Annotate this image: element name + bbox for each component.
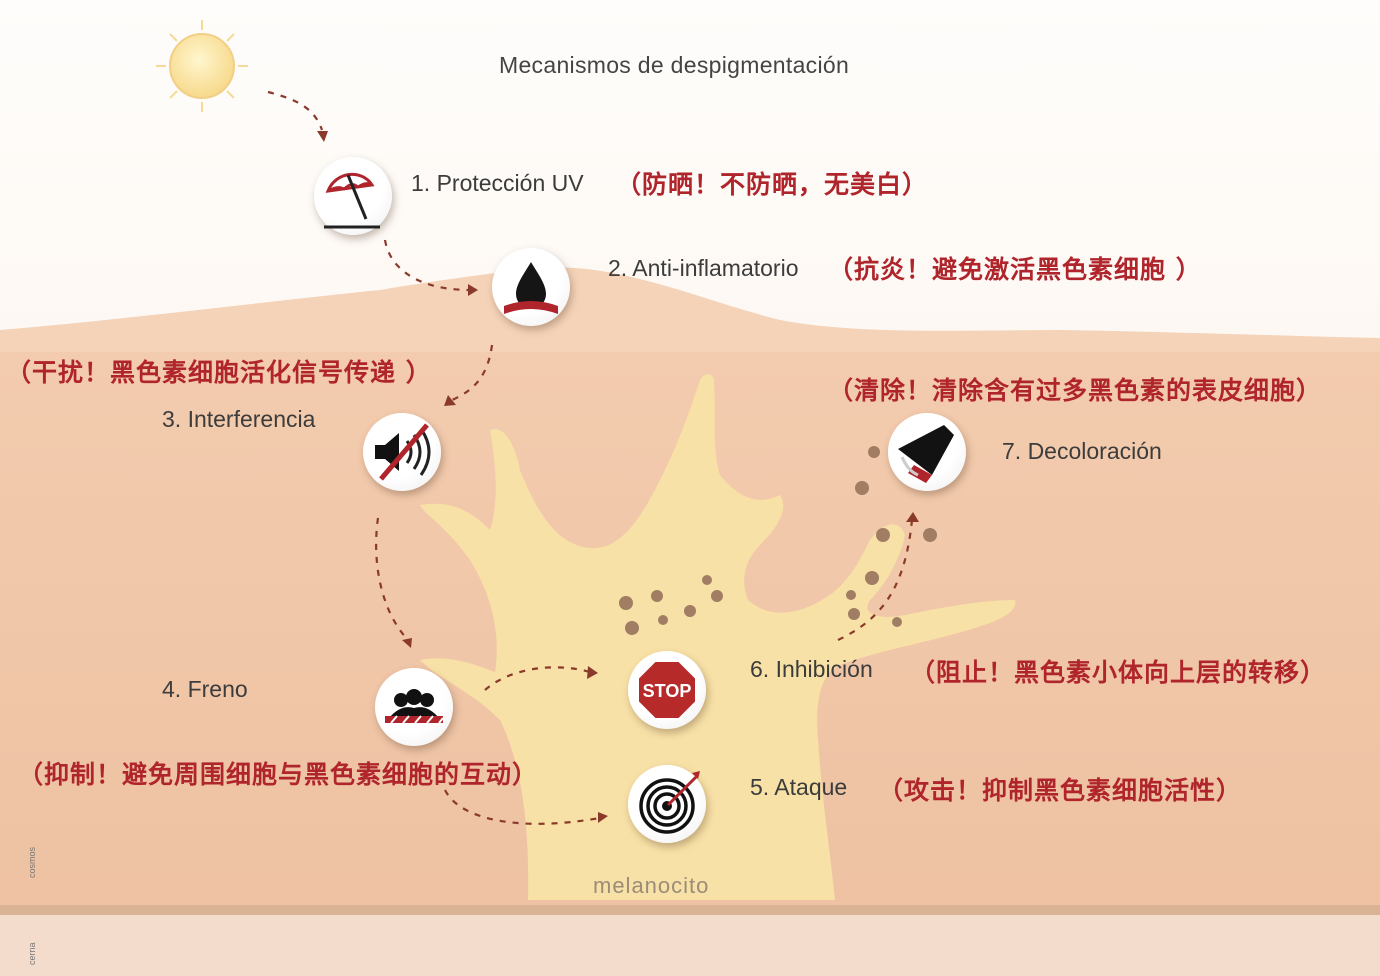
arrow-sun-to-uv	[267, 90, 324, 131]
step-3-note: （干扰！黑色素细胞活化信号传递 ）	[6, 358, 432, 387]
step-1-label: 1. Protección UV	[411, 170, 584, 196]
melanocyte-cell	[420, 374, 1016, 900]
arrow-heads	[317, 131, 919, 823]
step-7-note: （清除！清除含有过多黑色素的表皮细胞）	[828, 376, 1323, 405]
arrow-antiinflam-to-interf	[451, 344, 494, 402]
arrow-interf-to-freno	[375, 517, 409, 641]
blood-drop-icon	[492, 248, 570, 326]
melanocyte-label: melanocito	[593, 873, 710, 898]
step-6-note: （阻止！黑色素小体向上层的转移）	[910, 658, 1327, 687]
step-3-label: 3. Interferencia	[162, 406, 316, 432]
step-5-label: 5. Ataque	[750, 774, 848, 800]
step-2-label: 2. Anti-inflamatorio	[608, 255, 799, 281]
credit-top: cosmos	[27, 846, 37, 878]
step-4-label: 4. Freno	[162, 676, 248, 702]
flow-arrows	[267, 90, 914, 825]
credit-bottom: cerna	[27, 942, 37, 965]
eraser-icon	[888, 413, 966, 491]
dermis-layer	[0, 915, 1380, 976]
stop-sign-icon: STOP	[628, 651, 706, 729]
people-barrier-icon	[375, 668, 453, 746]
arrow-uv-to-antiinflam	[383, 239, 471, 292]
sun-icon	[156, 20, 248, 112]
arrow-inhib-to-decolor	[837, 519, 914, 641]
beach-umbrella-icon	[314, 157, 392, 235]
step-6-label: 6. Inhibición	[750, 656, 873, 682]
target-icon	[628, 765, 706, 843]
melanin-granules	[619, 446, 937, 635]
step-2-note: （抗炎！避免激活黑色素细胞 ）	[828, 255, 1202, 284]
muted-speaker-icon	[363, 413, 441, 491]
page-title: Mecanismos de despigmentación	[499, 52, 850, 78]
stop-sign-text: STOP	[643, 681, 692, 701]
step-4-note: （抑制！避免周围细胞与黑色素细胞的互动）	[18, 760, 539, 789]
step-5-note: （攻击！抑制黑色素细胞活性）	[878, 776, 1243, 805]
step-7-label: 7. Decoloración	[1002, 438, 1162, 464]
arrow-freno-to-stop	[484, 666, 591, 691]
step-1-note: （防晒！不防晒，无美白）	[616, 170, 929, 199]
basal-line	[0, 905, 1380, 915]
